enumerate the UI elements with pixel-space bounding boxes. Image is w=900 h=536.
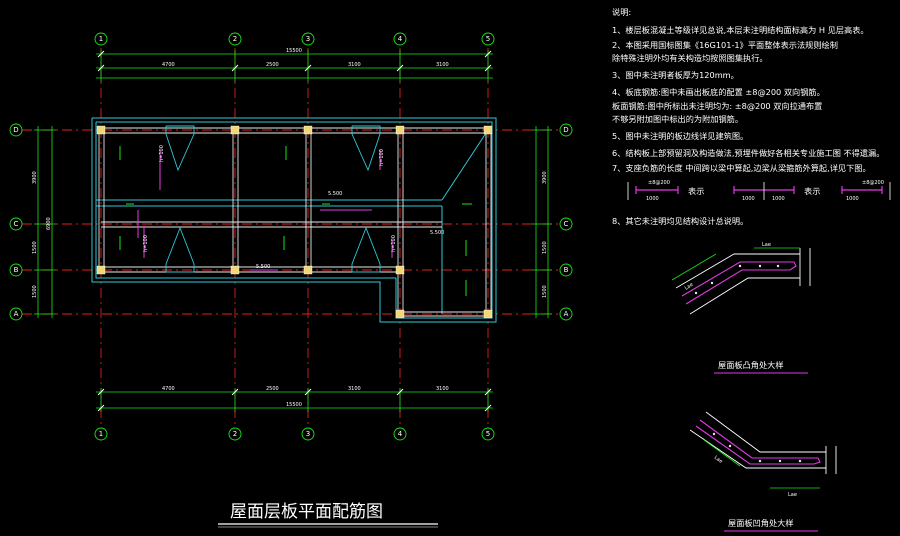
axis-D-right: D	[563, 126, 568, 134]
slab-label-2: h=100	[143, 235, 149, 252]
note-4-cont-1: 板面钢筋:图中所标出未注明均为: ±8@200 双向拉通布置	[612, 101, 822, 111]
legend-1-length: 1000	[646, 196, 659, 202]
legend-2-length-a: 1000	[742, 196, 755, 202]
lae-label-4: Lae	[713, 455, 724, 465]
rebar-green-marks	[119, 146, 472, 296]
dim-bottom-total: 15500	[286, 402, 302, 408]
dim-left-seg-1: 3900	[32, 171, 38, 184]
dim-top-seg-4: 3100	[436, 62, 449, 68]
dim-left-seg-3: 1500	[32, 285, 38, 298]
legend-2-label: 表示	[804, 186, 820, 196]
lae-label-2: Lae	[684, 282, 695, 292]
axis-B-left: B	[14, 266, 19, 274]
note-2-cont: 除特殊注明外均有关构造均按照图集执行。	[612, 53, 768, 63]
dim-bottom-seg-4: 3100	[436, 386, 449, 392]
drawing-title: 屋面层板平面配筋图	[230, 502, 383, 522]
axis-3-bottom: 3	[306, 430, 310, 438]
axis-4-top: 4	[398, 35, 403, 43]
axis-4-bottom: 4	[398, 430, 403, 438]
dim-top-total: 15500	[286, 48, 302, 54]
lae-label-3: Lae	[788, 492, 797, 498]
beam-lines	[98, 127, 492, 317]
slab-label-1: h=100	[159, 145, 165, 162]
legend-3-rebar: ±8@200	[862, 180, 884, 186]
axis-1-top: 1	[99, 35, 103, 43]
rebar-legend-1: 1000 ±8@200 表示	[627, 180, 704, 202]
axis-bubbles-top	[94, 32, 495, 46]
dim-left-seg-2: 1500	[32, 241, 38, 254]
axis-3-top: 3	[306, 35, 310, 43]
axis-bubbles-right	[559, 123, 573, 321]
lae-label-1: Lae	[762, 242, 771, 248]
dim-top-seg-2: 2500	[266, 62, 279, 68]
dim-bottom-seg-2: 2500	[266, 386, 279, 392]
note-4-cont-2: 不够另附加图中标出的为附加钢筋。	[612, 114, 743, 124]
axis-A-right: A	[564, 310, 569, 318]
axis-D-left: D	[13, 126, 18, 134]
axis-lines	[22, 48, 562, 428]
dim-top-seg-3: 3100	[348, 62, 361, 68]
dim-right-seg-2: 1500	[542, 241, 548, 254]
legend-2-length-b: 1000	[772, 196, 785, 202]
dimension-lines	[34, 50, 552, 412]
notes-heading: 说明:	[612, 7, 631, 17]
elevation-label-3: 5.500	[256, 264, 270, 270]
axis-2-top: 2	[233, 35, 237, 43]
columns	[96, 125, 493, 319]
axis-1-bottom: 1	[99, 430, 103, 438]
axis-5-top: 5	[486, 35, 490, 43]
rebar-legend-3: 1000 ±8@200	[841, 180, 891, 202]
dim-bottom-seg-3: 3100	[348, 386, 361, 392]
detail-2-caption: 屋面板凹角处大样	[728, 518, 794, 528]
note-5: 5、图中未注明的板边线详见建筑图。	[612, 131, 748, 141]
axis-5-bottom: 5	[486, 430, 490, 438]
openings	[165, 125, 381, 273]
axis-C-right: C	[564, 220, 569, 228]
elevation-label-2: 5.500	[430, 230, 444, 236]
elevation-label-1: 5.500	[328, 191, 342, 197]
dimension-ticks	[97, 50, 492, 412]
axis-bubbles-bottom	[94, 427, 495, 441]
rebar-marks	[137, 150, 393, 271]
axis-B-right: B	[564, 266, 569, 274]
legend-1-rebar: ±8@200	[648, 180, 670, 186]
slab-outline	[91, 117, 497, 323]
axis-A-left: A	[14, 310, 19, 318]
axis-bubbles-left	[9, 123, 23, 321]
legend-1-label: 表示	[688, 186, 704, 196]
slab-label-4: h=100	[391, 235, 397, 252]
axis-2-bottom: 2	[233, 430, 237, 438]
detail-concave-corner: Lae Lae 屋面板凹角处大样	[689, 411, 837, 532]
detail-1-caption: 屋面板凸角处大样	[718, 360, 784, 370]
note-2: 2、本图采用国标图集《16G101-1》平面整体表示法规则绘制	[612, 40, 838, 50]
note-4: 4、板底钢筋:图中未画出板底的配置 ±8@200 双向钢筋。	[612, 87, 825, 97]
rebar-legend-2: 1000 1000 表示	[733, 182, 820, 202]
dim-top-seg-1: 4700	[162, 62, 175, 68]
dim-right-seg-1: 3900	[542, 171, 548, 184]
note-3: 3、图中未注明者板厚为120mm。	[612, 70, 739, 80]
note-6: 6、结构板上部预留洞及构造做法,预埋件做好各相关专业施工图 不得遗漏。	[612, 148, 884, 158]
dim-right-seg-3: 1500	[542, 285, 548, 298]
note-8: 8、其它未注明均见结构设计总说明。	[612, 216, 748, 226]
note-7: 7、支座负筋的长度 中间跨以梁中算起,边梁从梁箍筋外算起,详见下图。	[612, 163, 871, 173]
dim-bottom-seg-1: 4700	[162, 386, 175, 392]
detail-convex-corner: Lae Lae 屋面板凸角处大样	[671, 242, 811, 374]
slab-label-3: h=100	[379, 149, 385, 166]
legend-3-length: 1000	[846, 196, 859, 202]
notes-block: 说明: 1、楼层板混凝土等级详见总说,本层未注明结构面标高为 H 见层高表。 2…	[612, 7, 884, 226]
note-1: 1、楼层板混凝土等级详见总说,本层未注明结构面标高为 H 见层高表。	[612, 25, 869, 35]
axis-C-left: C	[14, 220, 19, 228]
dim-left-total: 6900	[46, 217, 52, 230]
